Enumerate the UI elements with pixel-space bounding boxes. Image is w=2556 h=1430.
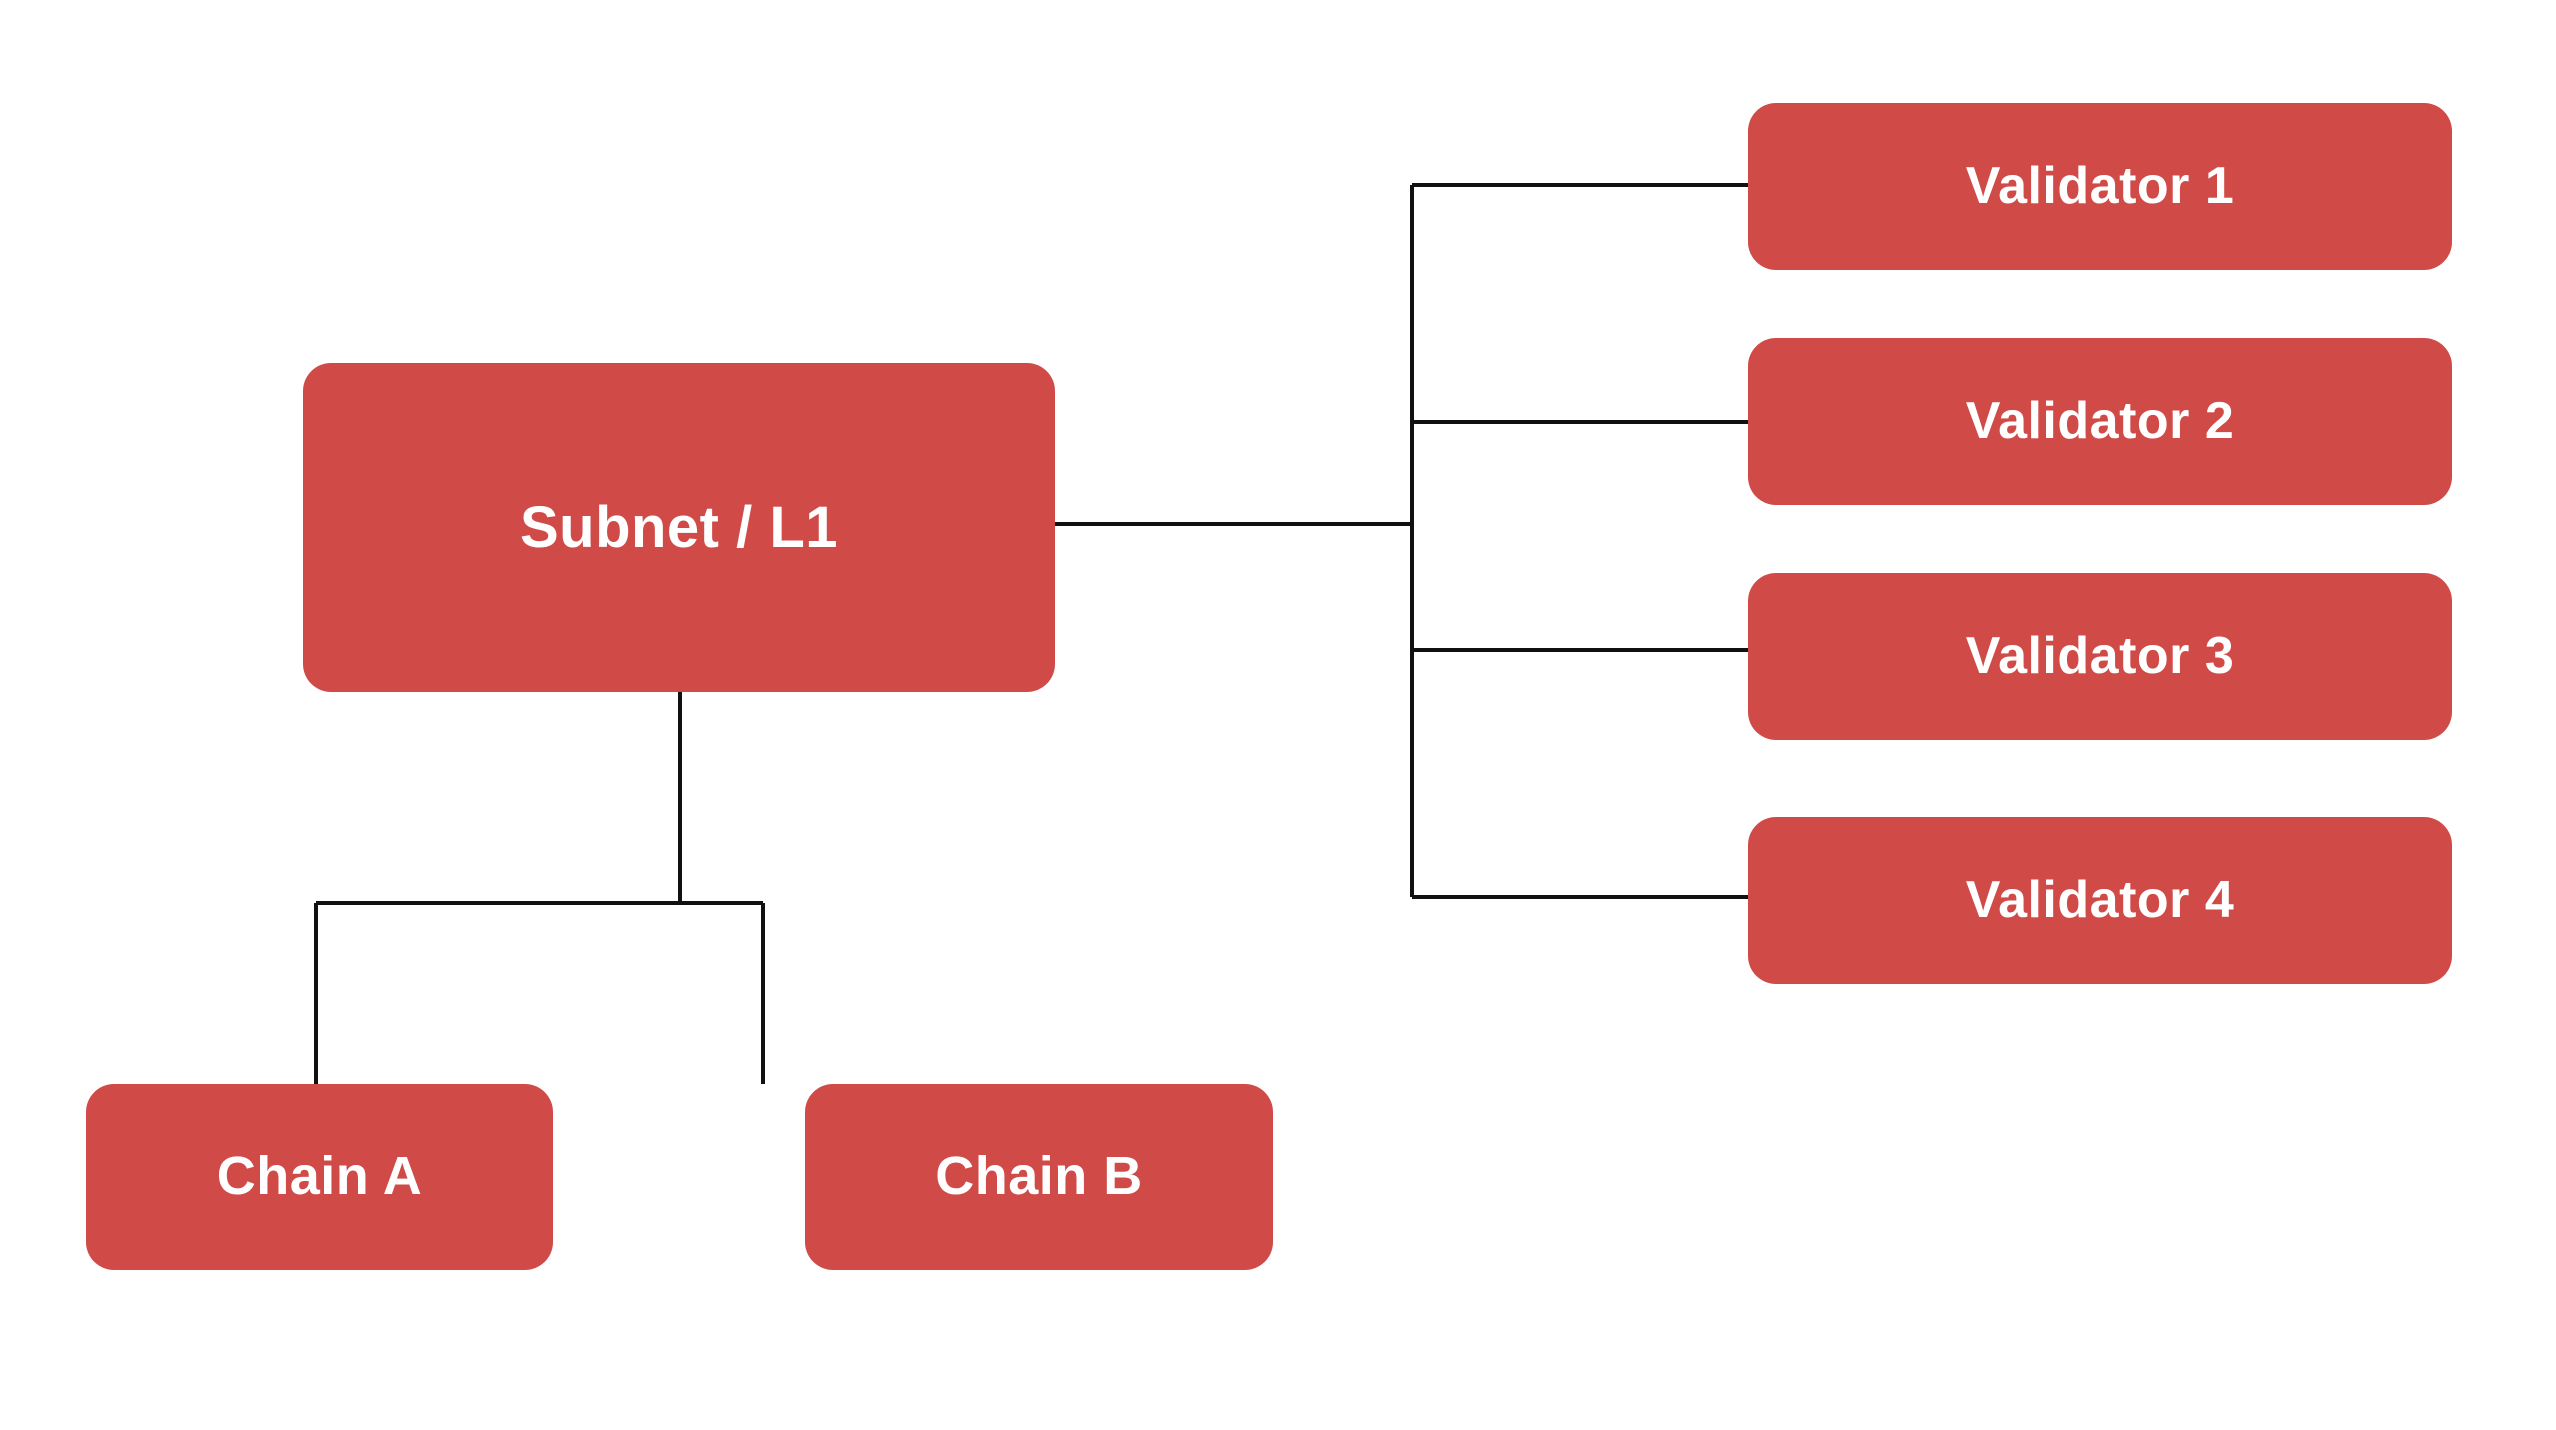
node-subnet-l1-label: Subnet / L1 xyxy=(519,494,839,560)
node-subnet-l1[interactable]: Subnet / L1 xyxy=(303,363,1055,692)
node-chain-a-label: Chain A xyxy=(216,1146,423,1207)
node-validator-2[interactable]: Validator 2 xyxy=(1748,338,2452,505)
node-validator-1-label: Validator 1 xyxy=(1965,156,2235,215)
node-validator-2-label: Validator 2 xyxy=(1965,391,2235,450)
node-chain-b-label: Chain B xyxy=(935,1146,1143,1207)
node-validator-4[interactable]: Validator 4 xyxy=(1748,817,2452,984)
node-chain-b[interactable]: Chain B xyxy=(805,1084,1273,1270)
node-chain-a[interactable]: Chain A xyxy=(86,1084,553,1270)
node-validator-1[interactable]: Validator 1 xyxy=(1748,103,2452,270)
node-validator-3-label: Validator 3 xyxy=(1965,626,2235,685)
node-validator-3[interactable]: Validator 3 xyxy=(1748,573,2452,740)
node-validator-4-label: Validator 4 xyxy=(1965,870,2235,929)
